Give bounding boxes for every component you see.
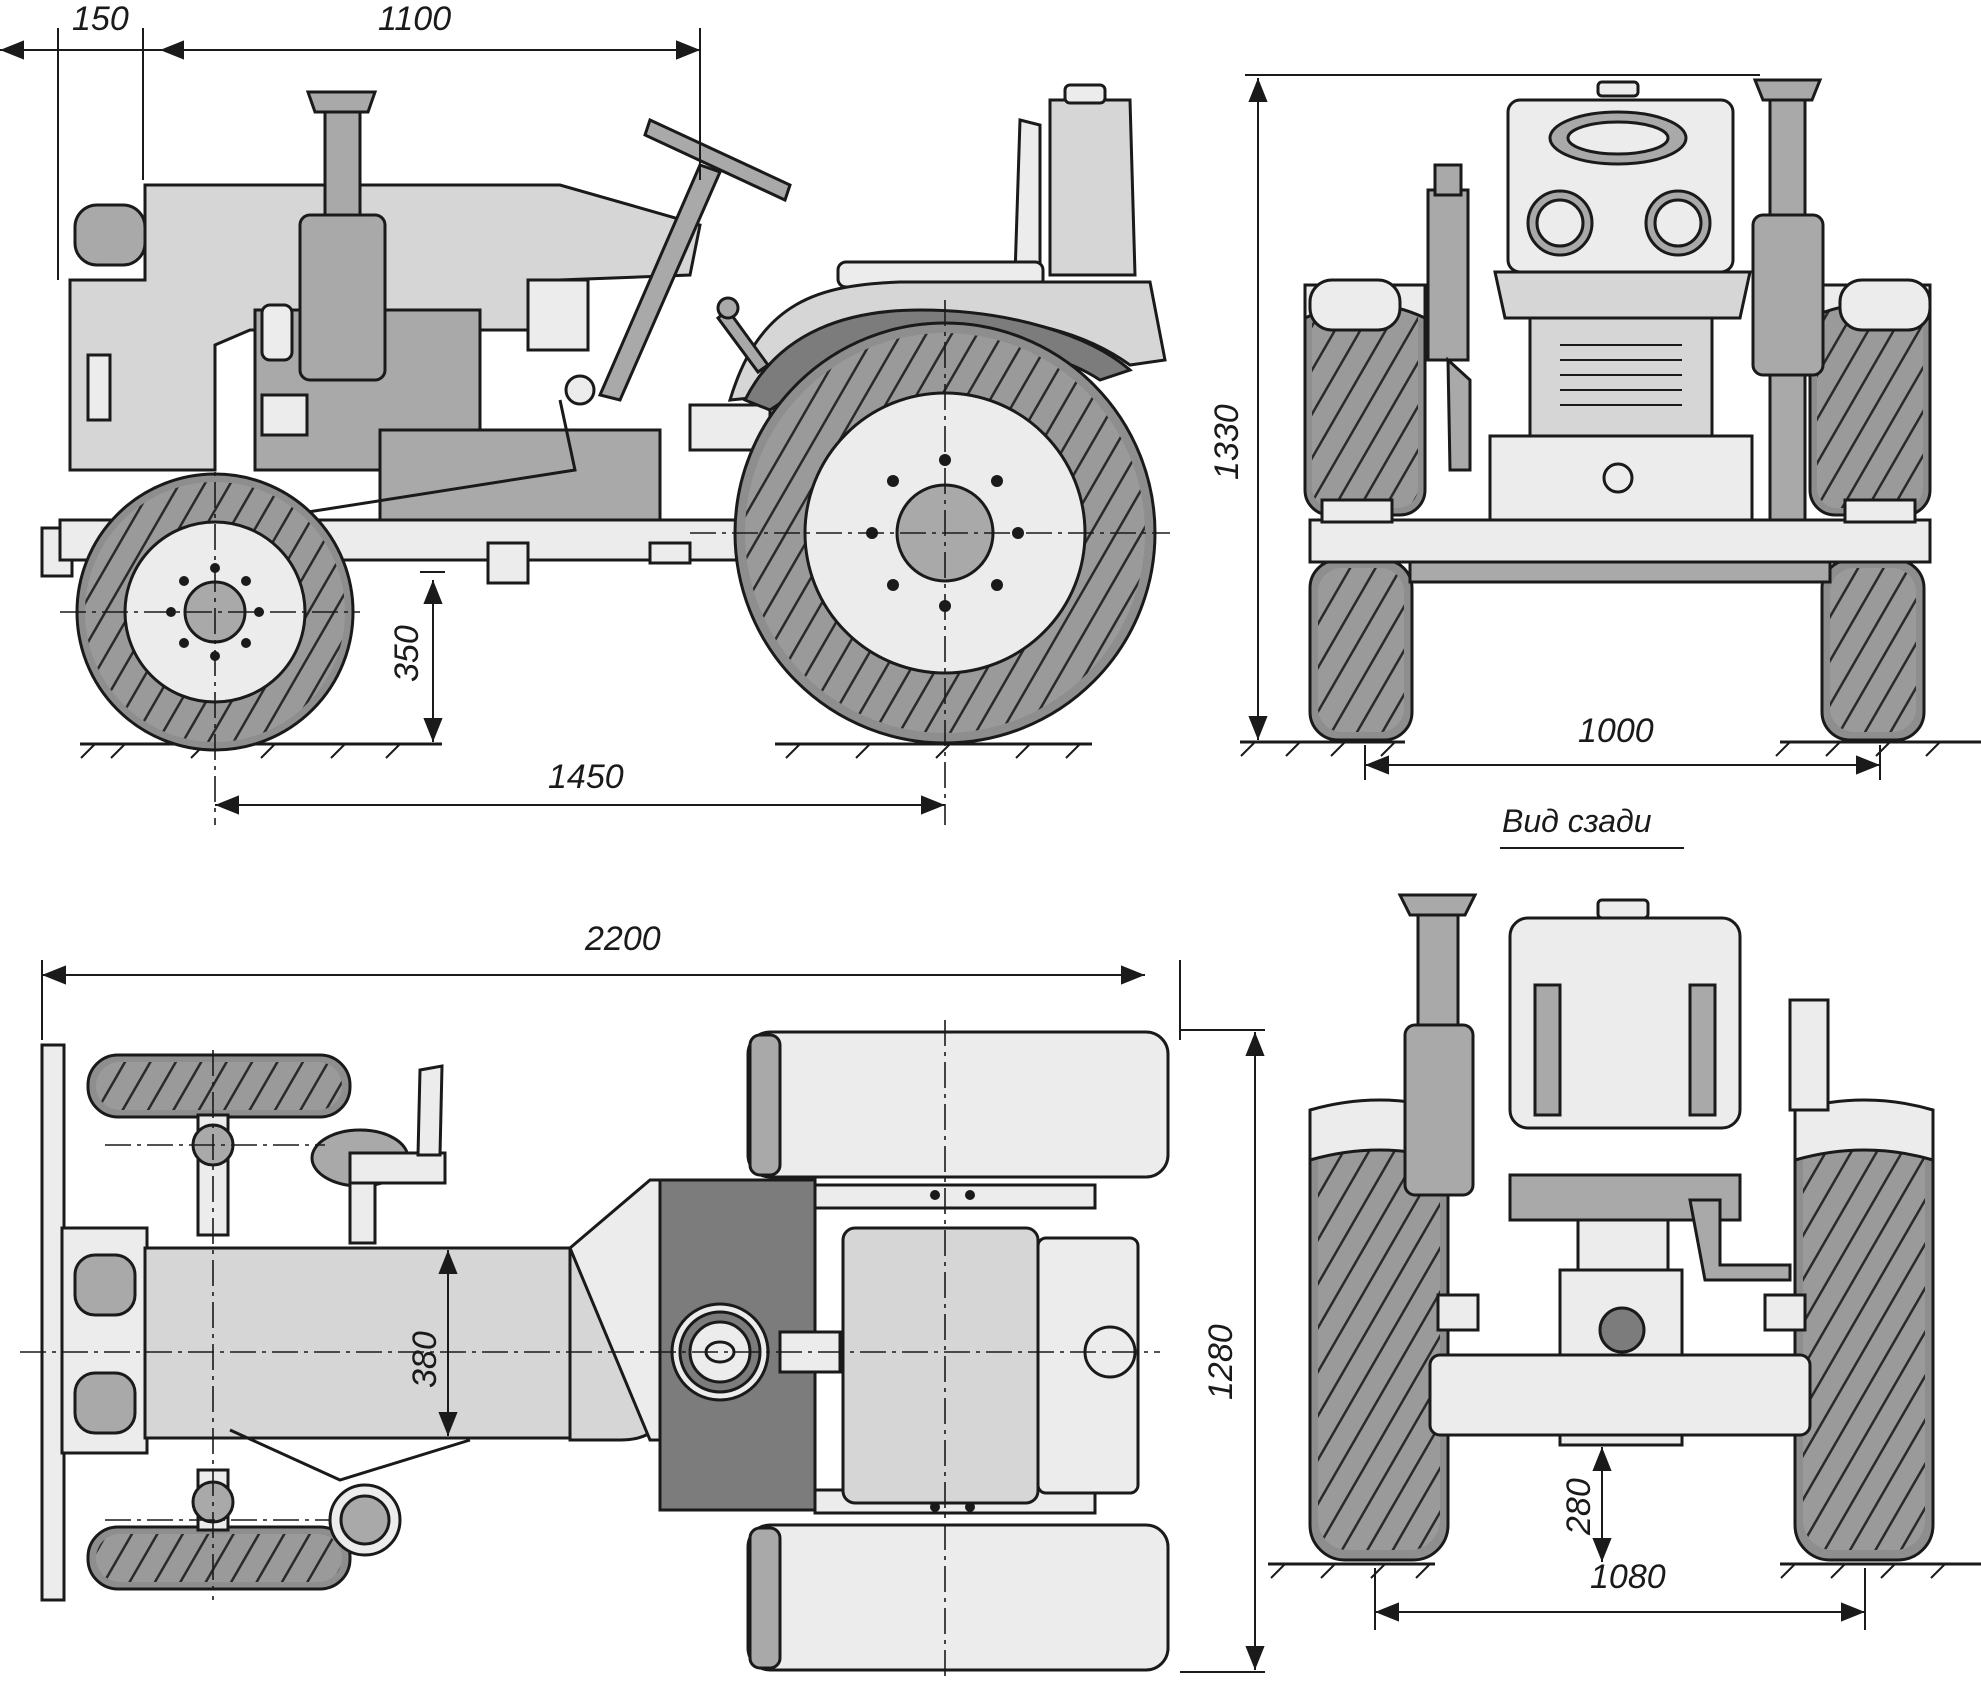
dim-ground-clearance: 350: [388, 625, 426, 682]
dim-hood-length: 1100: [378, 0, 451, 38]
dim-rear-track: 1080: [1590, 1558, 1666, 1596]
dim-frame-width: 380: [406, 1331, 444, 1388]
front-view: 1000 1330 Вид сзади: [1208, 74, 1981, 849]
dim-front-track: 1000: [1578, 712, 1654, 750]
dim-overall-width: 1280: [1202, 1324, 1240, 1400]
dim-wheelbase: 1450: [548, 758, 624, 796]
side-view: 150 1100 1450 350: [0, 0, 1170, 825]
dim-front-overhang: 150: [72, 0, 129, 38]
rear-view: 1080 280: [1268, 893, 1981, 1630]
dim-overall-length: 2200: [584, 920, 661, 958]
dim-rear-clearance: 280: [1560, 1478, 1598, 1536]
top-view: 2200 380 1280: [20, 920, 1265, 1680]
dim-overall-height: 1330: [1208, 404, 1246, 480]
rear-view-caption: Вид сзади: [1502, 803, 1652, 839]
